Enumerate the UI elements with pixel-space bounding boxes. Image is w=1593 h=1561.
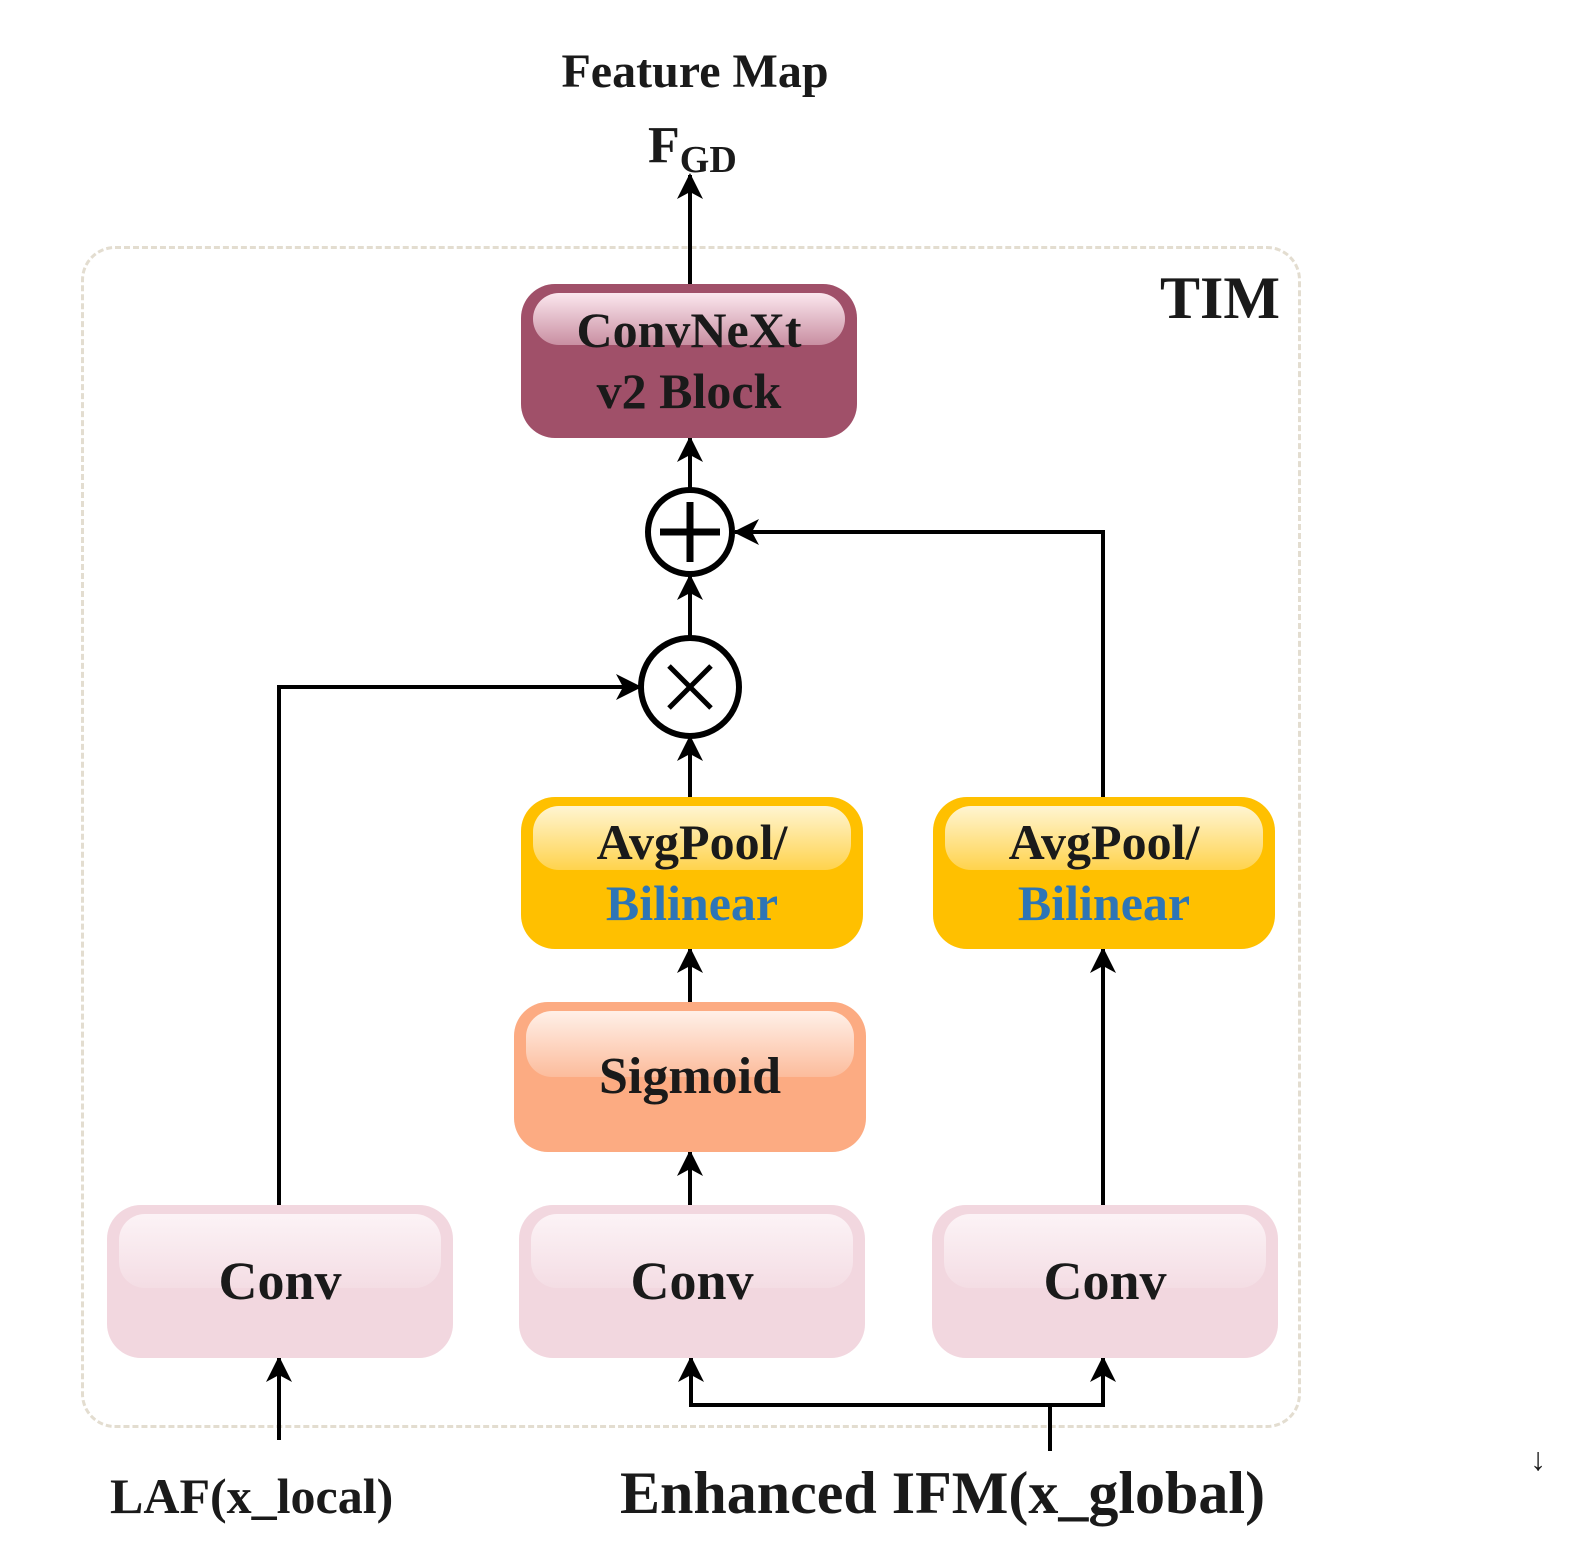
avgpool-bilinear-block-left: AvgPool/ Bilinear: [521, 797, 863, 949]
output-symbol-main: F: [648, 117, 680, 174]
avgpool-bilinear-block-right: AvgPool/ Bilinear: [933, 797, 1275, 949]
avgpool-right-line2: Bilinear: [1017, 875, 1191, 931]
avgpool-left-line2: Bilinear: [605, 875, 779, 931]
add-operator-icon: [645, 487, 735, 577]
output-symbol-subscript: GD: [679, 139, 737, 181]
convnext-label-line2: v2 Block: [596, 363, 782, 419]
tim-label: TIM: [1160, 265, 1280, 331]
conv-block-middle: Conv: [519, 1205, 865, 1358]
avgpool-left-line1: AvgPool/: [596, 814, 788, 870]
arrow-conv-left-to-multiply: [277, 674, 642, 1205]
input-label-global: Enhanced IFM(x_global): [620, 1460, 1266, 1526]
arrow-avgpool-right-to-add: [733, 519, 1105, 797]
output-symbol: FGD: [648, 116, 737, 182]
multiply-operator-icon: [638, 635, 742, 739]
conv-left-label: Conv: [218, 1250, 342, 1311]
convnext-label-line1: ConvNeXt: [576, 302, 802, 358]
conv-right-label: Conv: [1043, 1250, 1167, 1311]
convnext-v2-block: ConvNeXt v2 Block: [521, 284, 857, 438]
conv-block-left: Conv: [107, 1205, 453, 1358]
avgpool-right-line1: AvgPool/: [1008, 814, 1200, 870]
arrow-ifm-to-conv-middle: [678, 1356, 1050, 1407]
output-title: Feature Map: [561, 45, 829, 98]
input-label-local: LAF(x_local): [110, 1468, 394, 1524]
arrow-ifm-to-conv-right: [1050, 1356, 1116, 1407]
stray-arrow-mark: ↓: [1530, 1441, 1546, 1477]
sigmoid-block: Sigmoid: [514, 1002, 866, 1152]
conv-block-right: Conv: [932, 1205, 1278, 1358]
sigmoid-label: Sigmoid: [598, 1048, 782, 1106]
conv-middle-label: Conv: [630, 1250, 754, 1311]
